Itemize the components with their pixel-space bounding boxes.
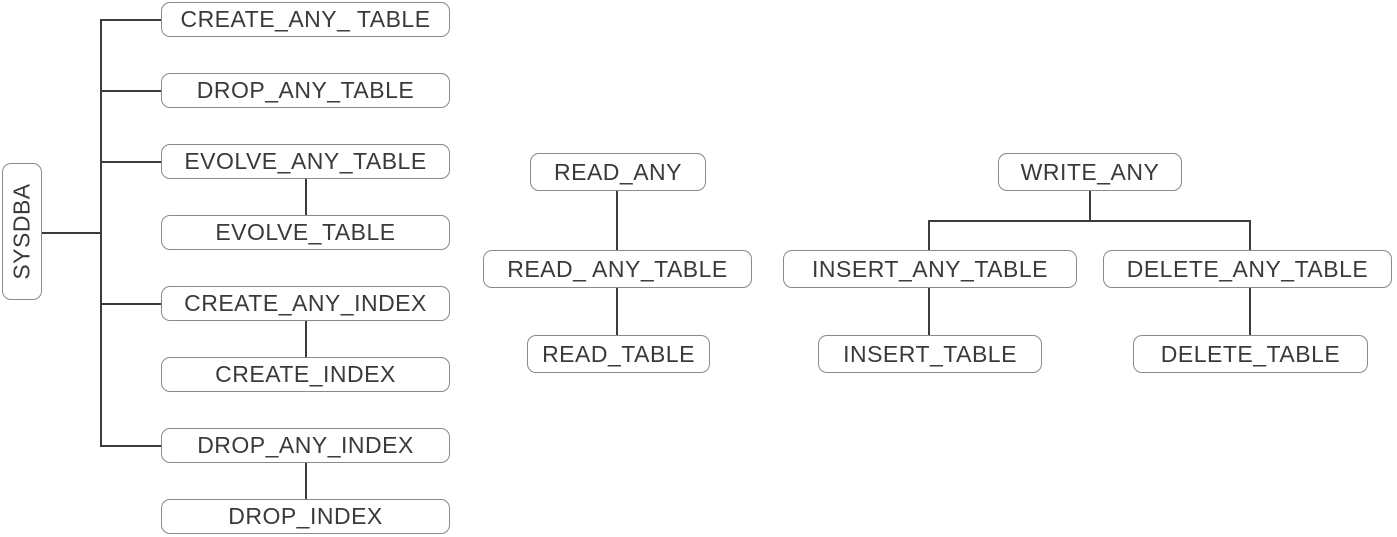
edge-delete-any-table-delete-table bbox=[1249, 288, 1251, 335]
edge-trunk-drop-any-index bbox=[100, 445, 162, 447]
node-insert-table: INSERT_TABLE bbox=[818, 335, 1042, 373]
node-read-table: READ_TABLE bbox=[527, 335, 710, 373]
node-drop-any-index: DROP_ANY_INDEX bbox=[161, 428, 450, 463]
edge-sysdba-trunk bbox=[42, 232, 102, 234]
edge-read-any-table-read-table bbox=[616, 288, 618, 335]
node-insert-any-table: INSERT_ANY_TABLE bbox=[783, 250, 1077, 288]
node-create-any-index: CREATE_ANY_INDEX bbox=[161, 286, 450, 321]
node-drop-any-table: DROP_ANY_TABLE bbox=[161, 73, 450, 108]
edge-trunk-drop-any-table bbox=[100, 90, 162, 92]
edge-sysdba-trunk-vertical bbox=[100, 19, 102, 447]
node-write-any: WRITE_ANY bbox=[998, 153, 1182, 191]
node-read-any: READ_ANY bbox=[530, 153, 706, 191]
edge-write-any-branch bbox=[928, 220, 1251, 222]
node-sysdba-label: SYSDBA bbox=[8, 183, 35, 280]
edge-write-any-drop bbox=[1089, 191, 1091, 222]
edge-trunk-evolve-any-table bbox=[100, 161, 162, 163]
node-evolve-table: EVOLVE_TABLE bbox=[161, 215, 450, 250]
edge-branch-insert-any-table bbox=[928, 220, 930, 250]
edge-branch-delete-any-table bbox=[1249, 220, 1251, 250]
node-create-any-table: CREATE_ANY_ TABLE bbox=[161, 2, 450, 37]
edge-read-any-read-any-table bbox=[616, 191, 618, 250]
edge-insert-any-table-insert-table bbox=[928, 288, 930, 335]
edge-create-any-index-create-index bbox=[305, 321, 307, 357]
node-read-any-table: READ_ ANY_TABLE bbox=[483, 250, 752, 288]
edge-trunk-create-any-index bbox=[100, 303, 162, 305]
edge-trunk-create-any-table bbox=[100, 19, 162, 21]
node-evolve-any-table: EVOLVE_ANY_TABLE bbox=[161, 144, 450, 179]
node-sysdba: SYSDBA bbox=[2, 163, 42, 300]
node-delete-table: DELETE_TABLE bbox=[1133, 335, 1368, 373]
edge-evolve-any-table-evolve-table bbox=[305, 179, 307, 215]
node-create-index: CREATE_INDEX bbox=[161, 357, 450, 392]
edge-drop-any-index-drop-index bbox=[305, 463, 307, 499]
node-drop-index: DROP_INDEX bbox=[161, 499, 450, 534]
node-delete-any-table: DELETE_ANY_TABLE bbox=[1103, 250, 1392, 288]
